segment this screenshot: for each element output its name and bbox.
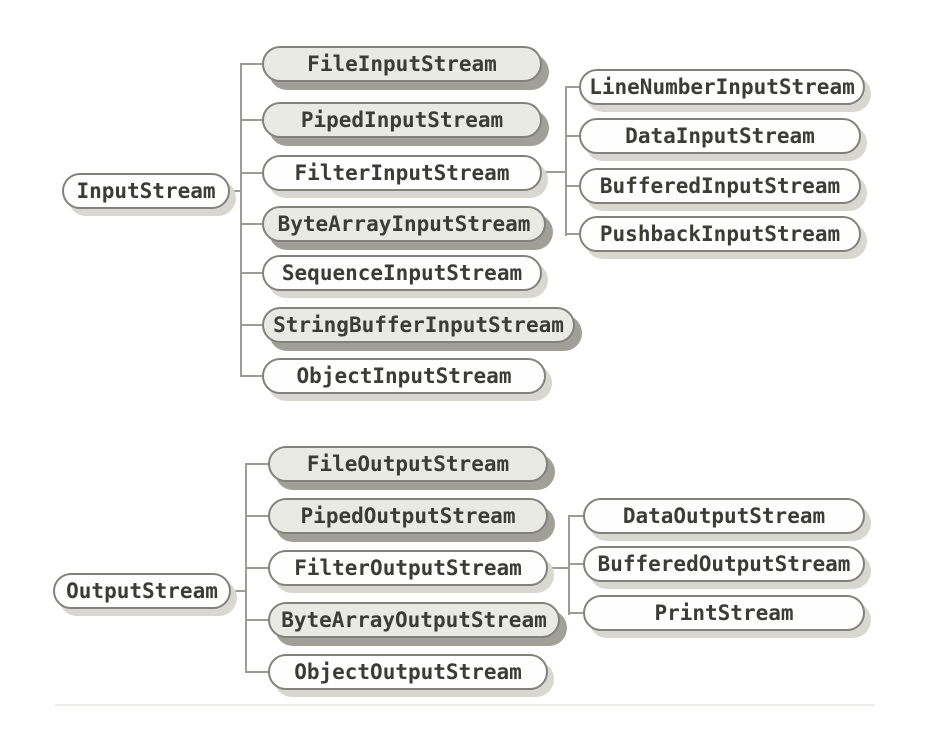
class-node-filterinputstream: FilterInputStream bbox=[262, 155, 542, 191]
input-trunk-line bbox=[240, 63, 242, 377]
branch-line bbox=[565, 135, 581, 137]
class-node-stringbufferinputstream: StringBufferInputStream bbox=[262, 307, 575, 343]
filter-input-trunk-line bbox=[565, 86, 567, 236]
branch-line bbox=[240, 63, 264, 65]
branch-line bbox=[565, 185, 581, 187]
filter-output-link-line bbox=[548, 567, 570, 569]
class-node-linenumberinputstream: LineNumberInputStream bbox=[579, 69, 865, 105]
branch-line bbox=[240, 172, 264, 174]
class-node-pipedinputstream: PipedInputStream bbox=[262, 102, 542, 138]
class-node-outputstream: OutputStream bbox=[53, 573, 231, 609]
branch-line bbox=[245, 671, 270, 673]
branch-line bbox=[565, 233, 581, 235]
branch-line bbox=[568, 515, 584, 517]
class-node-bufferedoutputstream: BufferedOutputStream bbox=[583, 546, 865, 582]
branch-line bbox=[240, 272, 264, 274]
class-node-printstream: PrintStream bbox=[583, 595, 865, 631]
class-node-sequenceinputstream: SequenceInputStream bbox=[262, 255, 542, 291]
branch-line bbox=[565, 86, 581, 88]
branch-line bbox=[240, 223, 264, 225]
class-node-bytearrayoutputstream: ByteArrayOutputStream bbox=[268, 602, 560, 638]
branch-line bbox=[240, 375, 264, 377]
filter-input-link-line bbox=[542, 171, 567, 173]
class-node-objectinputstream: ObjectInputStream bbox=[262, 358, 546, 394]
input-root-link-line bbox=[228, 190, 242, 192]
branch-line bbox=[245, 515, 270, 517]
branch-line bbox=[240, 119, 264, 121]
branch-line bbox=[568, 612, 584, 614]
class-node-bytearrayinputstream: ByteArrayInputStream bbox=[262, 206, 546, 242]
branch-line bbox=[245, 619, 270, 621]
branch-line bbox=[245, 463, 270, 465]
class-node-inputstream: InputStream bbox=[62, 173, 230, 209]
branch-line bbox=[240, 324, 264, 326]
class-node-pushbackinputstream: PushbackInputStream bbox=[579, 216, 861, 252]
class-node-datainputstream: DataInputStream bbox=[579, 118, 861, 154]
class-node-pipedoutputstream: PipedOutputStream bbox=[268, 498, 548, 534]
class-node-filteroutputstream: FilterOutputStream bbox=[268, 550, 548, 586]
class-node-bufferedinputstream: BufferedInputStream bbox=[579, 168, 861, 204]
class-node-objectoutputstream: ObjectOutputStream bbox=[268, 654, 548, 690]
class-node-fileinputstream: FileInputStream bbox=[262, 46, 542, 82]
class-node-dataoutputstream: DataOutputStream bbox=[583, 498, 865, 534]
filter-output-trunk-line bbox=[568, 515, 570, 615]
class-node-fileoutputstream: FileOutputStream bbox=[268, 446, 548, 482]
branch-line bbox=[245, 567, 270, 569]
output-root-link-line bbox=[229, 590, 245, 592]
branch-line bbox=[568, 563, 584, 565]
faint-divider-line bbox=[55, 704, 875, 706]
